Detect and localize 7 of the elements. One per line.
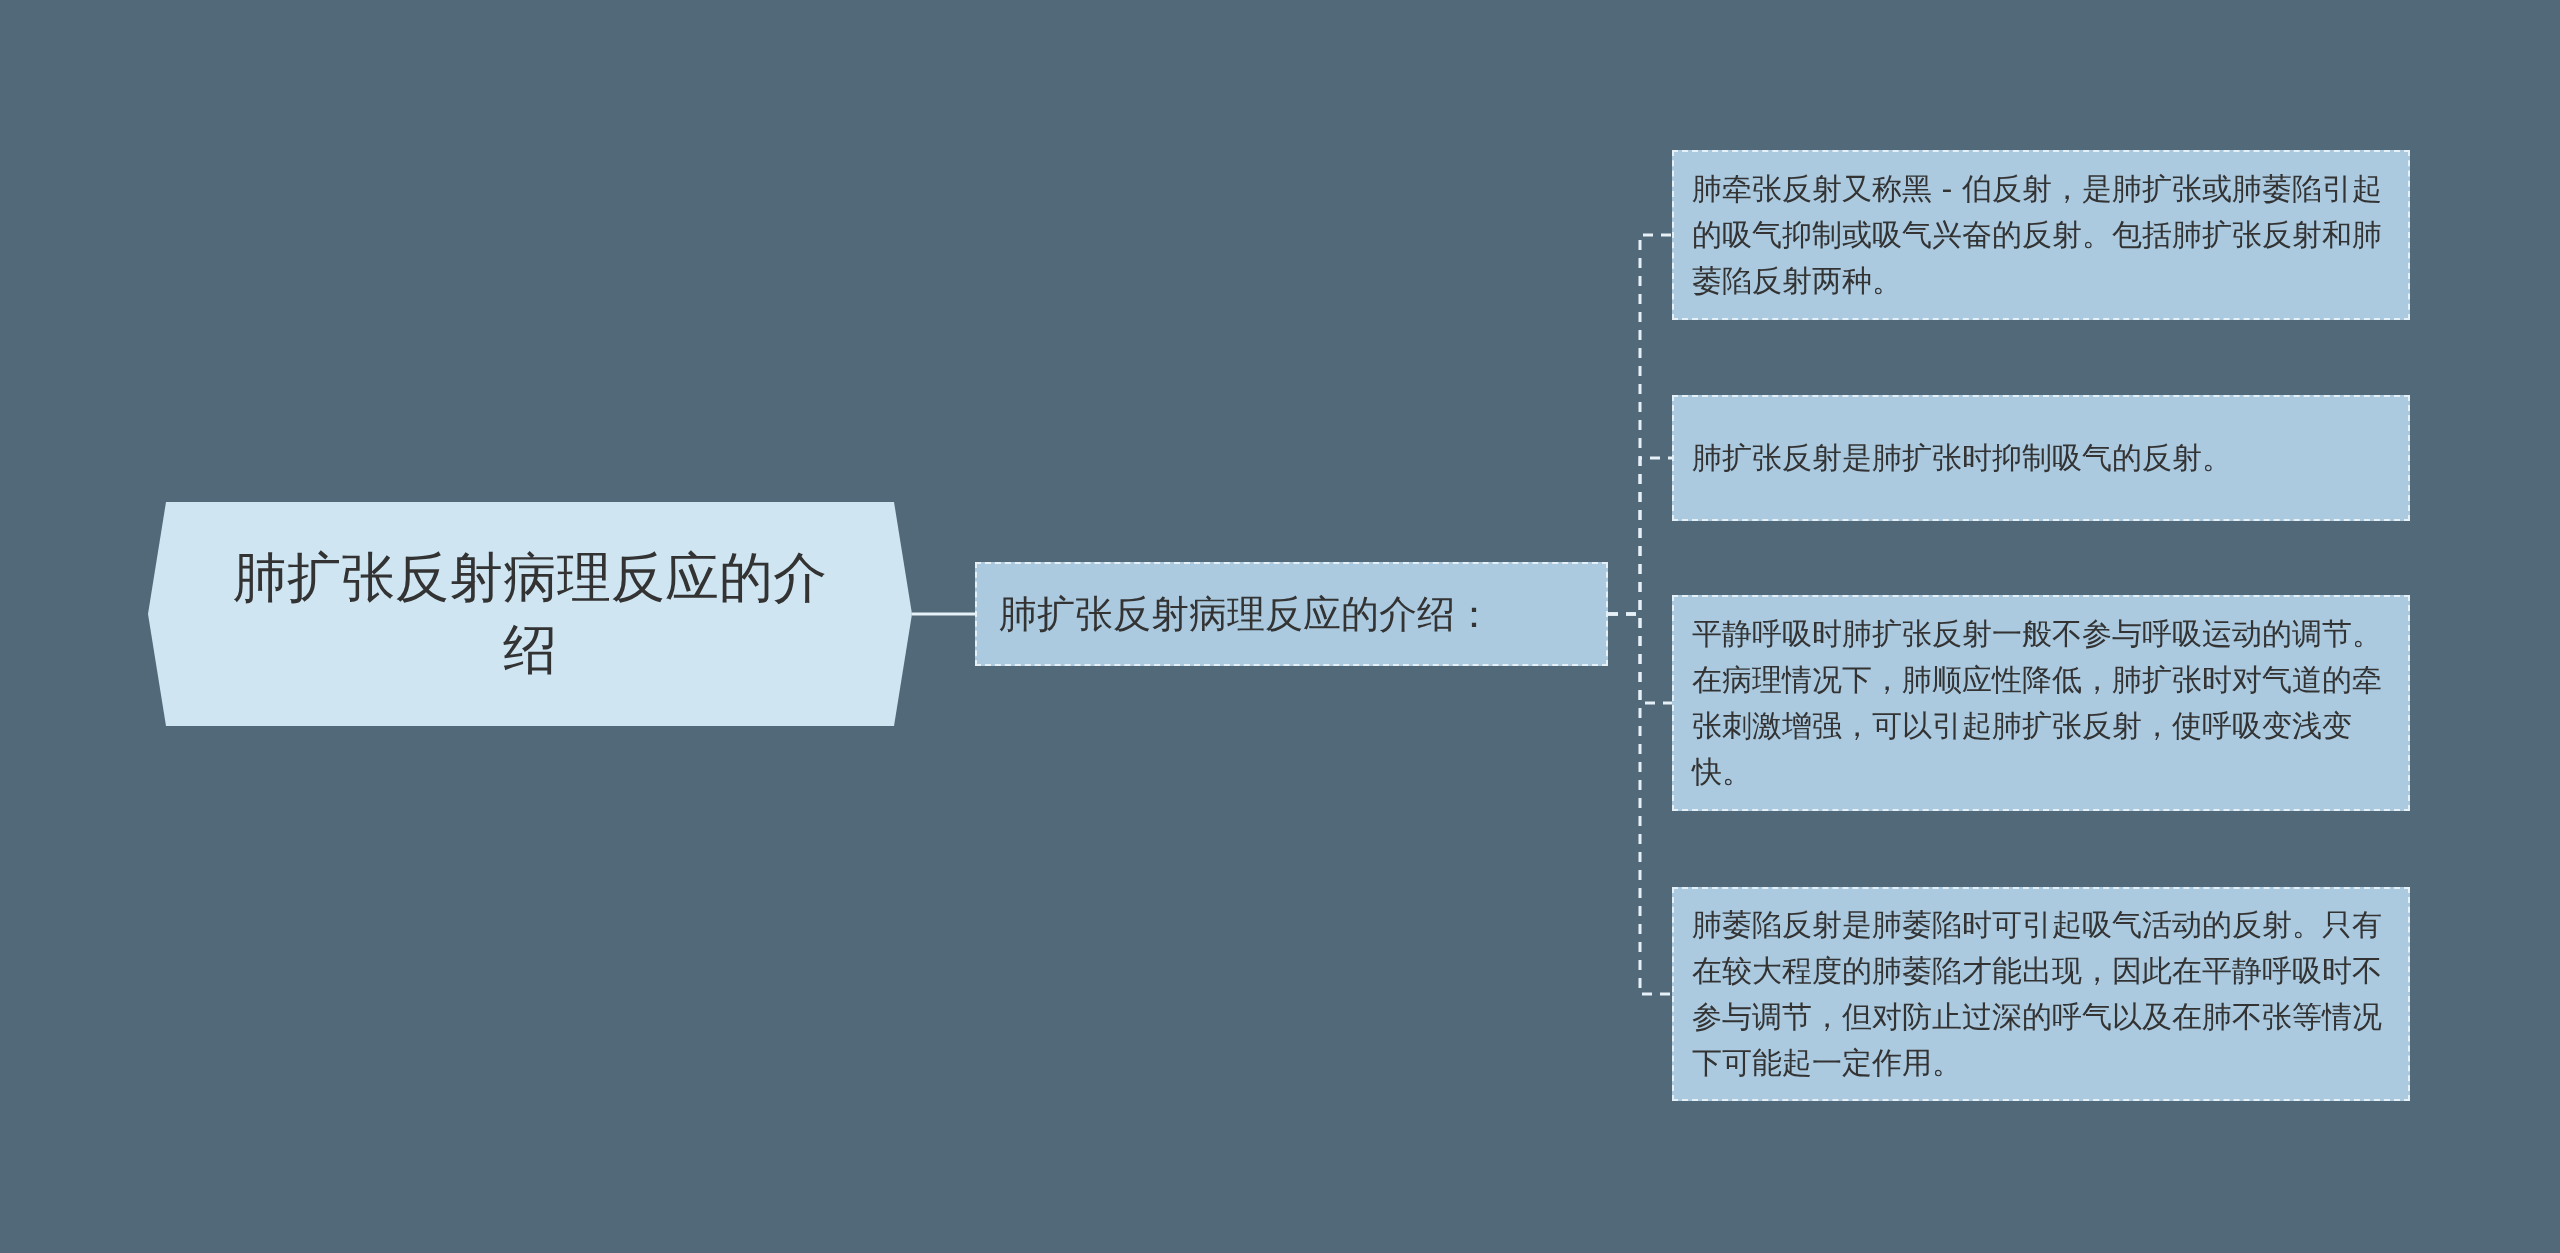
topic-box: 肺萎陷反射是肺萎陷时可引起吸气活动的反射。只有在较大程度的肺萎陷才能出现，因此在平静呼吸时不参与调节，但对防止过深的呼气以及在肺不张等情况下可能起一定作用。 xyxy=(1672,887,2410,1101)
topic-box: 肺牵张反射又称黑 - 伯反射，是肺扩张或肺萎陷引起的吸气抑制或吸气兴奋的反射。包括肺扩张反射和肺萎陷反射两种。 xyxy=(1672,150,2410,320)
connector xyxy=(1608,612,1672,996)
topic-box: 肺扩张反射是肺扩张时抑制吸气的反射。 xyxy=(1672,395,2410,521)
connector xyxy=(912,612,975,616)
topic-box: 平静呼吸时肺扩张反射一般不参与呼吸运动的调节。在病理情况下，肺顺应性降低，肺扩张时对气道的牵张刺激增强，可以引起肺扩张反射，使呼吸变浅变快。 xyxy=(1672,595,2410,811)
topic-box: 肺扩张反射病理反应的介绍： xyxy=(975,562,1608,666)
